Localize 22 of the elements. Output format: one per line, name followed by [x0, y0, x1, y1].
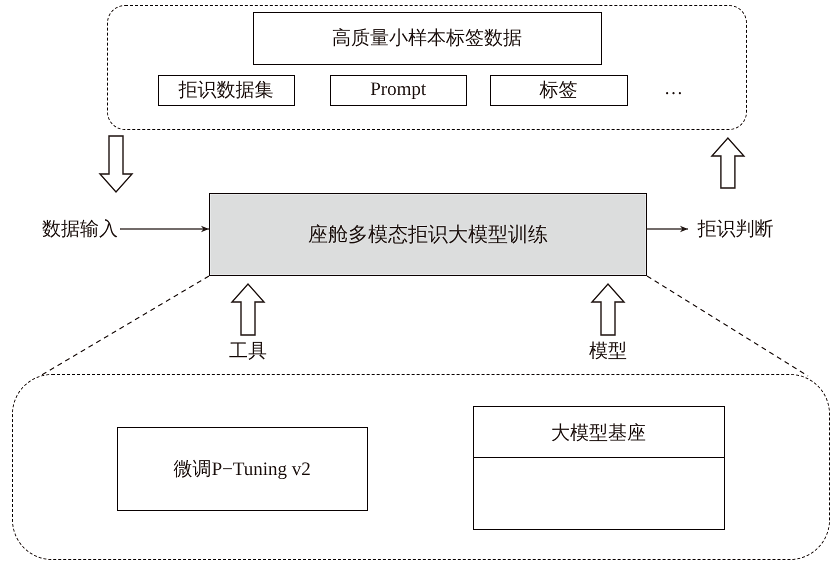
model-base-box: 大模型基座	[472, 406, 725, 530]
text-box: Prompt	[330, 74, 467, 106]
side-label: 数据输入	[40, 214, 120, 244]
text-box: 微调P−Tuning v2	[116, 426, 368, 511]
hollow-arrow	[590, 282, 626, 336]
dashed-line	[646, 276, 808, 376]
hollow-arrow	[230, 282, 266, 336]
text-box: 拒识数据集	[158, 74, 295, 106]
hollow-arrow	[98, 135, 134, 194]
arrow	[647, 226, 688, 232]
side-label: 工具	[226, 337, 270, 365]
ellipsis-text: …	[664, 78, 683, 100]
dashed-group-box	[107, 5, 747, 130]
process-box: 座舱多模态拒识大模型训练	[209, 193, 647, 276]
text-box: 高质量小样本标签数据	[252, 12, 602, 65]
arrow	[120, 226, 209, 232]
text-box: 标签	[490, 74, 628, 106]
hollow-arrow	[710, 136, 746, 189]
dashed-group-box	[12, 374, 830, 560]
dashed-line	[40, 275, 210, 377]
side-label: 模型	[586, 337, 630, 365]
side-label: 拒识判断	[688, 214, 783, 244]
